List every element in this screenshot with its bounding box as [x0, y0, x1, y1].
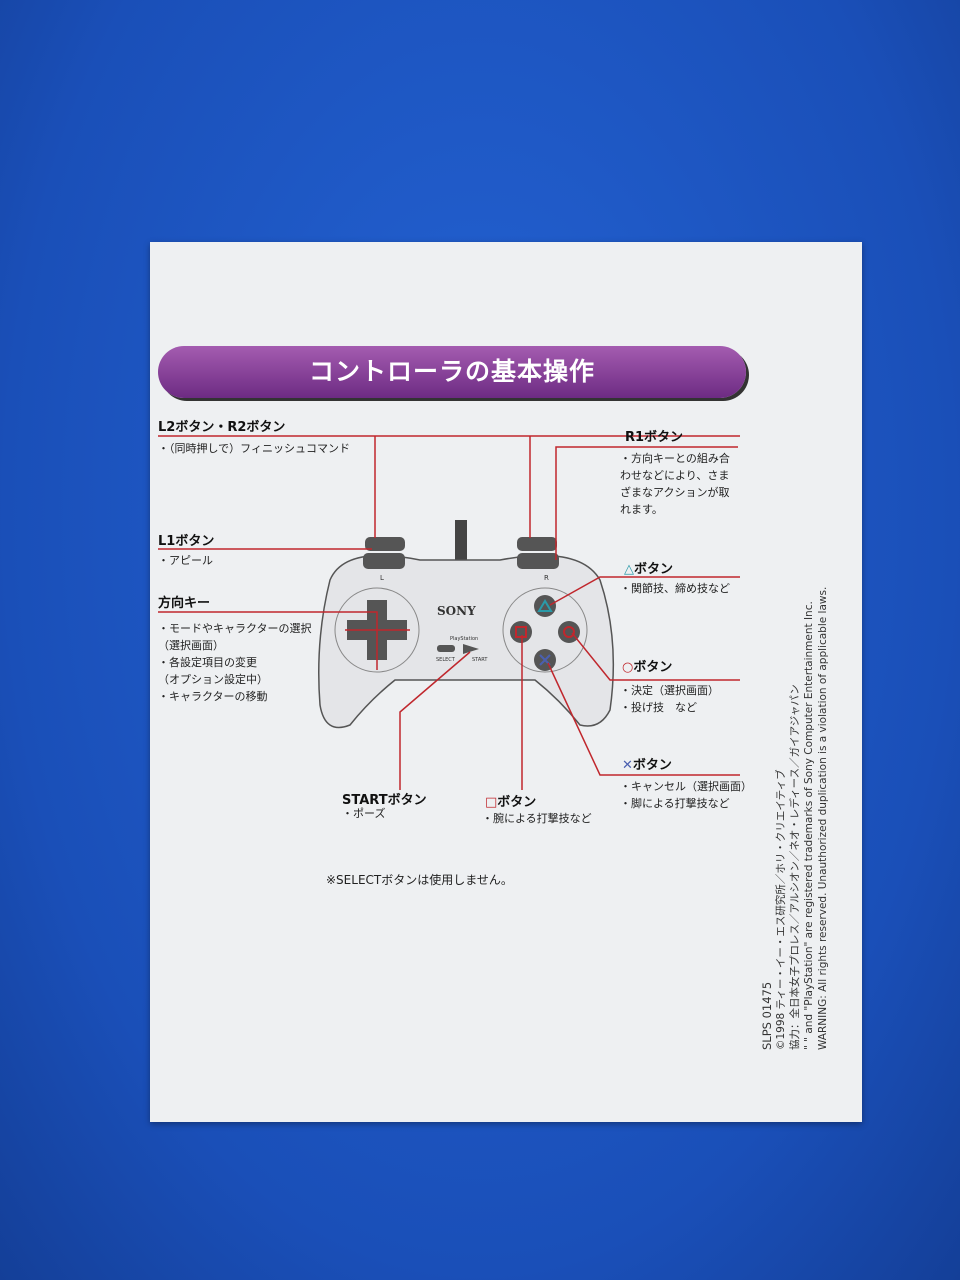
copyright-line: ©1998 ティー・イー・エス研究所／ホリ・クリエイティブ	[775, 769, 787, 1050]
circle-icon: ○	[622, 660, 634, 675]
svg-text:START: START	[472, 657, 488, 663]
product-code: SLPS 01475	[760, 981, 774, 1050]
r1-desc: ・方向キーとの組み合 わせなどにより、さま ざまなアクションが取 れます。	[620, 452, 730, 516]
start-heading: STARTボタン	[342, 793, 427, 808]
r1-button	[517, 553, 559, 569]
r2-button	[517, 537, 557, 551]
r1-heading: R1ボタン	[625, 430, 684, 445]
dpad-heading: 方向キー	[158, 596, 211, 611]
circle-desc: ・決定（選択画面） ・投げ技 など	[620, 684, 719, 714]
square-button	[510, 621, 532, 643]
l1-button	[363, 553, 405, 569]
callout-lines	[158, 435, 740, 790]
square-icon: □	[485, 795, 498, 810]
triangle-desc: ・関節技、締め技など	[620, 582, 730, 595]
cross-icon: ✕	[622, 758, 633, 773]
title-banner: コントローラの基本操作	[158, 346, 746, 398]
square-heading: □ボタン	[485, 795, 537, 810]
l1-heading: L1ボタン	[158, 534, 215, 549]
start-desc: ・ポーズ	[342, 807, 386, 820]
cross-heading: ✕ボタン	[622, 758, 672, 773]
warning-line: WARNING: All rights reserved. Unauthoriz…	[817, 586, 829, 1050]
select-note: ※SELECTボタンは使用しません。	[326, 873, 513, 887]
dpad-ring	[334, 587, 420, 673]
l1-desc: ・アピール	[158, 554, 213, 567]
cross-desc: ・キャンセル（選択画面） ・脚による打撃技など	[620, 780, 752, 810]
start-button	[463, 644, 479, 654]
playstation-logo: PlayStation	[450, 636, 478, 642]
svg-text:SELECT: SELECT	[436, 657, 456, 663]
triangle-button	[534, 595, 556, 617]
cooperation-line: 協力：全日本女子プロレス／アルシオン／ネオ・レディース／ガイアジャパン	[789, 684, 801, 1050]
l2-r2-heading: L2ボタン・R2ボタン	[158, 420, 286, 435]
l2-r2-desc: ・（同時押しで）フィニッシュコマンド	[158, 442, 350, 455]
square-desc: ・腕による打撃技など	[482, 812, 592, 825]
page-title: コントローラの基本操作	[308, 357, 595, 386]
trademark-line: " " and "PlayStation" are registered tra…	[803, 601, 815, 1050]
legal-text: SLPS 01475 ©1998 ティー・イー・エス研究所／ホリ・クリエイティブ…	[760, 587, 830, 1050]
triangle-icon: △	[624, 562, 634, 577]
sony-logo: SONY	[437, 604, 476, 618]
l2-button	[365, 537, 405, 551]
triangle-heading: △ボタン	[624, 562, 674, 577]
l-label: L	[380, 574, 384, 582]
circle-heading: ○ボタン	[622, 660, 673, 675]
r-label: R	[544, 574, 549, 582]
select-button	[437, 645, 455, 652]
dpad-desc: ・モードやキャラクターの選択 （選択画面） ・各設定項目の変更 （オプション設定…	[158, 622, 312, 703]
circle-button	[558, 621, 580, 643]
